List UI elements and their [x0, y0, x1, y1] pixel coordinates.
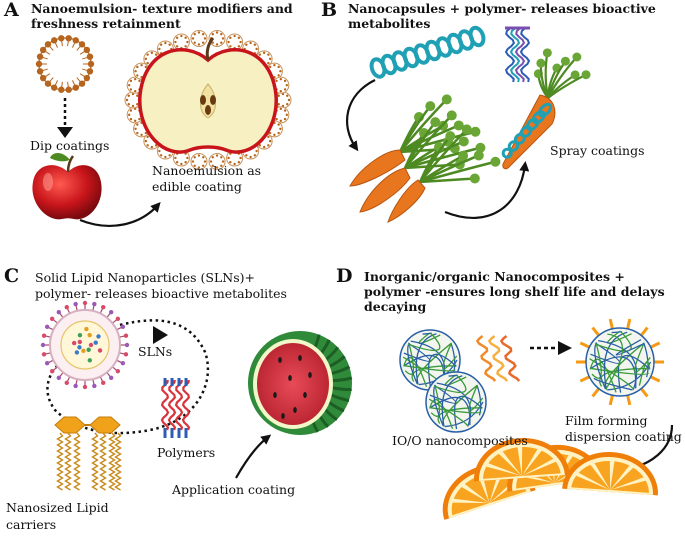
panel-c-title-1: Solid Lipid Nanoparticles (SLNs)+ [35, 270, 255, 285]
nanoemulsion-droplet-icon [35, 35, 95, 93]
label-polymers: Polymers [157, 445, 216, 460]
lipid-carrier-icon [54, 416, 122, 491]
arrow-to-watermelon [235, 434, 272, 479]
panel-b-title-2: metabolites [348, 16, 431, 31]
panel-d-title-2: polymer -ensures long shelf life and del… [364, 284, 665, 299]
label-lipid-2: carriers [6, 517, 57, 532]
panel-a-title-2: freshness retainment [31, 16, 181, 31]
arrow-apple-to-coating [79, 202, 161, 227]
label-spray-coatings: Spray coatings [550, 143, 645, 158]
panel-c-letter: C [4, 265, 20, 287]
orange-slice-icon [442, 437, 658, 520]
panel-b-title-1: Nanocapsules + polymer- releases bioacti… [348, 1, 656, 16]
label-application-coating: Application coating [172, 482, 296, 497]
dotted-arrow-down [57, 98, 73, 138]
apple-icon [32, 153, 102, 220]
coated-nanocomposite-icon [576, 318, 664, 406]
arrow-helix-to-carrots [346, 79, 376, 152]
polymer-strands-icon [160, 378, 191, 438]
dotted-cycle [46, 319, 210, 435]
arrow-carrots-to-coated [444, 161, 530, 219]
panel-d-title-1: Inorganic/organic Nanocomposites + [364, 269, 625, 284]
label-film-2: dispersion coating [565, 429, 682, 444]
panel-d-letter: D [336, 265, 353, 287]
label-film-1: Film forming [565, 413, 648, 428]
polymer-bundle-icon [504, 26, 531, 83]
label-io-nanocomposites: IO/O nanocomposites [392, 433, 528, 448]
nanocomposite-icon [399, 329, 487, 433]
watermelon-icon [248, 331, 353, 435]
panel-b-letter: B [321, 0, 338, 21]
panel-a-title-1: Nanoemulsion- texture modifiers and [31, 1, 293, 16]
label-lipid-1: Nanosized Lipid [6, 500, 109, 515]
apple-half-icon [124, 29, 292, 171]
label-edible-1: Nanoemulsion as [152, 163, 262, 178]
sln-particle-icon [40, 300, 130, 390]
polymer-strands-orange-icon [475, 335, 521, 382]
panel-c-title-2: polymer- releases bioactive metabolites [35, 286, 287, 301]
panel-a-letter: A [4, 0, 19, 21]
panel-d-title-3: decaying [364, 299, 427, 314]
carrot-icon [349, 94, 501, 223]
helix-polymer-icon [369, 25, 486, 79]
coated-carrot-icon [501, 48, 591, 170]
label-edible-2: edible coating [152, 179, 242, 194]
label-dip-coatings: Dip coatings [30, 138, 110, 153]
label-slns: SLNs [138, 344, 173, 359]
